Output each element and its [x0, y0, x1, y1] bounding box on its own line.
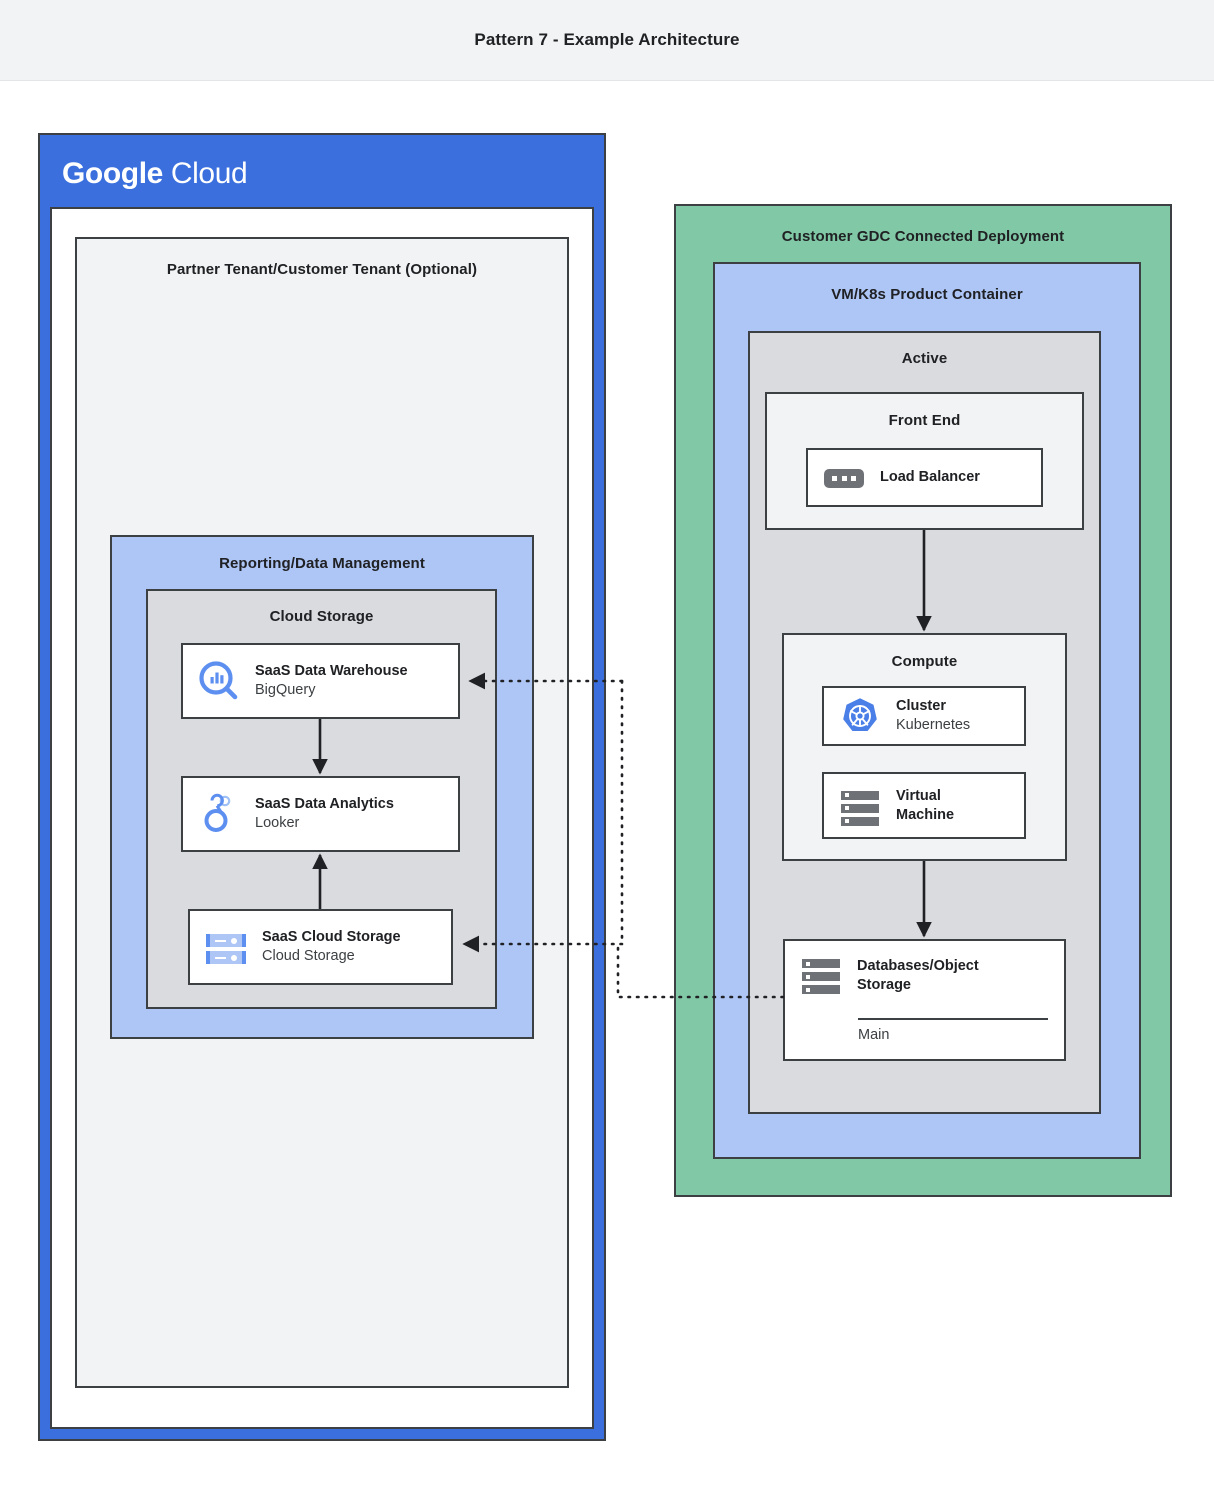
saas-data-warehouse-subtitle: BigQuery: [255, 682, 316, 698]
cluster-subtitle: Kubernetes: [896, 717, 971, 733]
database-storage-icon: [799, 957, 843, 1001]
virtual-machine-title-line2: Machine: [896, 806, 955, 823]
saas-cloud-storage-text: SaaS Cloud Storage Cloud Storage: [262, 928, 401, 965]
virtual-machine-text: Virtual Machine: [896, 787, 954, 824]
saas-data-analytics-title: SaaS Data Analytics: [255, 796, 394, 813]
saas-data-analytics-card[interactable]: SaaS Data Analytics Looker: [181, 776, 460, 852]
cluster-card[interactable]: Cluster Kubernetes: [822, 686, 1026, 746]
load-balancer-icon: [822, 456, 866, 500]
front-end-title: Front End: [888, 412, 961, 429]
databases-object-storage-subtitle: Main: [858, 1027, 890, 1043]
databases-object-storage-title: Databases/Object Storage: [857, 957, 1037, 995]
compute-title: Compute: [891, 653, 958, 670]
databases-object-storage-title-line2: Storage: [857, 976, 911, 993]
databases-object-storage-divider: [858, 1018, 1048, 1020]
saas-cloud-storage-card[interactable]: SaaS Cloud Storage Cloud Storage: [188, 909, 453, 985]
reporting-data-management-title: Reporting/Data Management: [219, 555, 425, 572]
load-balancer-title: Load Balancer: [880, 469, 980, 486]
active-title: Active: [901, 350, 948, 367]
header-bar: Pattern 7 - Example Architecture: [0, 0, 1214, 81]
load-balancer-card[interactable]: Load Balancer: [806, 448, 1043, 507]
databases-object-storage-title-line1: Databases/Object: [857, 958, 979, 974]
cloud-storage-title: Cloud Storage: [269, 608, 374, 625]
google-cloud-logo: Google Cloud: [62, 157, 248, 191]
cluster-text: Cluster Kubernetes: [896, 697, 970, 734]
looker-icon: [197, 792, 241, 836]
virtual-machine-icon: [838, 784, 882, 828]
google-cloud-logo-cloud: Cloud: [170, 157, 248, 190]
google-cloud-logo-google: Google: [62, 157, 163, 190]
vm-k8s-product-title: VM/K8s Product Container: [831, 286, 1023, 303]
cloud-storage-icon: [204, 925, 248, 969]
virtual-machine-title-line1: Virtual: [896, 787, 941, 804]
partner-tenant-title: Partner Tenant/Customer Tenant (Optional…: [166, 261, 478, 278]
saas-data-warehouse-card[interactable]: SaaS Data Warehouse BigQuery: [181, 643, 460, 719]
kubernetes-icon: [838, 694, 882, 738]
databases-object-storage-card[interactable]: Databases/Object Storage Main: [783, 939, 1066, 1061]
saas-data-analytics-subtitle: Looker: [255, 815, 300, 831]
load-balancer-text: Load Balancer: [880, 468, 980, 487]
page-title: Pattern 7 - Example Architecture: [474, 30, 740, 49]
saas-cloud-storage-title: SaaS Cloud Storage: [262, 929, 401, 946]
saas-cloud-storage-subtitle: Cloud Storage: [262, 948, 355, 964]
databases-object-storage-header: Databases/Object Storage: [799, 957, 1037, 1001]
saas-data-analytics-text: SaaS Data Analytics Looker: [255, 795, 394, 832]
cluster-title: Cluster: [896, 698, 946, 715]
virtual-machine-card[interactable]: Virtual Machine: [822, 772, 1026, 839]
saas-data-warehouse-text: SaaS Data Warehouse BigQuery: [255, 662, 408, 699]
customer-gdc-title: Customer GDC Connected Deployment: [781, 228, 1065, 245]
bigquery-icon: [197, 659, 241, 703]
saas-data-warehouse-title: SaaS Data Warehouse: [255, 663, 408, 680]
